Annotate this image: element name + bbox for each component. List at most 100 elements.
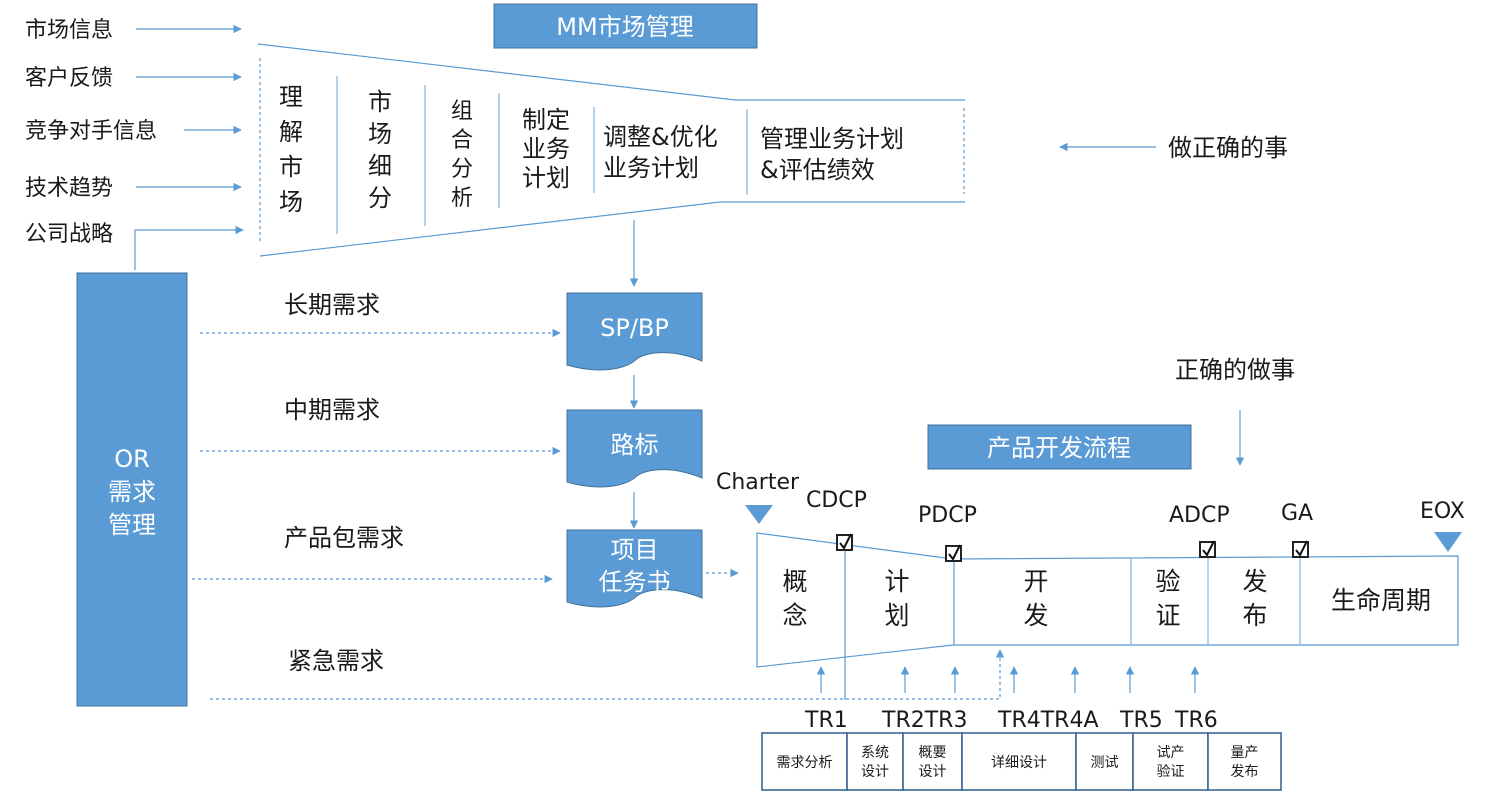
or-title-line-3: 管理 xyxy=(108,511,156,539)
mm-step-2-line-3: 细 xyxy=(368,152,392,180)
pdp-phase-5-line-2: 布 xyxy=(1242,601,1267,630)
charter-triangle-icon xyxy=(745,505,773,524)
activity-3-line-1: 概要 xyxy=(919,745,947,761)
mm-step-3-line-2: 合 xyxy=(451,128,473,153)
tr-label-2-3: TR2TR3 xyxy=(881,708,967,733)
or-title-line-2: 需求 xyxy=(108,478,156,506)
milestone-eox: EOX xyxy=(1420,499,1465,524)
milestone-adcp: ADCP xyxy=(1169,503,1230,528)
mm-input-5: 公司战略 xyxy=(25,222,113,247)
mm-title-box: MM市场管理 xyxy=(493,3,758,49)
pdp-phase-4-line-2: 证 xyxy=(1155,601,1180,630)
pdp-title-box: 产品开发流程 xyxy=(927,424,1192,470)
activity-2-line-2: 设计 xyxy=(861,764,889,780)
pdp-phase-1-line-1: 概 xyxy=(782,567,807,596)
eox-triangle-icon xyxy=(1434,532,1462,552)
activity-box-1: 需求分析 xyxy=(761,732,848,791)
milestone-ga: GA xyxy=(1281,501,1313,526)
mm-input-4: 技术趋势 xyxy=(25,176,113,201)
tr-arrows xyxy=(816,666,1200,693)
pdp-phase-6-line-1: 生命周期 xyxy=(1331,586,1431,615)
activity-4-label: 详细设计 xyxy=(991,755,1047,771)
mm-step-2-line-1: 市 xyxy=(368,88,392,116)
mm-step-3-line-4: 析 xyxy=(451,186,473,211)
mm-input-1: 市场信息 xyxy=(25,18,113,43)
urgent-arrow xyxy=(210,649,1005,700)
mm-step-2-line-4: 分 xyxy=(368,184,392,212)
checkbox-adcp-icon xyxy=(1199,540,1216,558)
or-title-line-1: OR xyxy=(114,445,150,473)
activity-boxes: 需求分析系统设计概要设计详细设计测试试产验证量产发布 xyxy=(761,732,1282,791)
mm-step-1-line-4: 场 xyxy=(279,188,303,216)
mm-step-6-line-1: 管理业务计划 xyxy=(760,125,904,153)
activity-6-line-1: 试产 xyxy=(1157,745,1185,761)
mm-step-5-line-2: 业务计划 xyxy=(603,154,699,182)
mm-step-4-line-3: 计划 xyxy=(522,164,570,192)
mm-step-6-line-2: &评估绩效 xyxy=(760,156,875,184)
demand-package: 产品包需求 xyxy=(284,524,404,552)
milestone-pdcp: PDCP xyxy=(918,503,977,528)
decision-checkpoints xyxy=(836,533,1309,562)
activity-box-5: 测试 xyxy=(1075,732,1134,791)
mm-step-5-line-1: 调整&优化 xyxy=(603,123,718,151)
demand-mid-term: 中期需求 xyxy=(284,396,380,424)
checkbox-ga-icon xyxy=(1292,540,1309,558)
do-right-thing-label: 做正确的事 xyxy=(1168,134,1288,162)
document-1: SP/BP xyxy=(566,292,703,371)
mm-step-1-line-3: 市 xyxy=(279,153,303,181)
mm-step-4-line-1: 制定 xyxy=(522,106,570,134)
pdp-phase-2-line-1: 计 xyxy=(884,567,909,596)
activity-box-4: 详细设计 xyxy=(961,732,1077,791)
mm-step-2-line-2: 场 xyxy=(368,120,392,148)
pdp-phase-4-line-1: 验 xyxy=(1155,567,1180,596)
pdp-funnel xyxy=(756,532,1459,700)
mm-step-4-line-2: 业务 xyxy=(522,135,570,163)
mm-step-1-line-2: 解 xyxy=(279,118,303,146)
activity-6-line-2: 验证 xyxy=(1157,764,1185,780)
mm-step-3-line-3: 分 xyxy=(451,157,473,182)
activity-1-label: 需求分析 xyxy=(777,755,833,771)
checkbox-pdcp-icon xyxy=(945,544,962,562)
activity-7-line-2: 发布 xyxy=(1231,764,1259,780)
document-2-label: 路标 xyxy=(611,431,659,459)
activity-5-label: 测试 xyxy=(1091,755,1119,771)
activity-2-line-1: 系统 xyxy=(861,745,889,761)
mm-input-3: 竞争对手信息 xyxy=(25,119,157,144)
activity-3-line-2: 设计 xyxy=(919,764,947,780)
milestone-cdcp: CDCP xyxy=(806,488,867,513)
document-3-line-2: 任务书 xyxy=(599,568,671,596)
mm-funnel xyxy=(257,43,965,257)
strategy-connector xyxy=(134,225,244,270)
do-thing-right: 正确的做事 xyxy=(1175,356,1295,466)
mm-input-2: 客户反馈 xyxy=(25,66,113,91)
pdp-phase-1-line-2: 念 xyxy=(782,601,807,630)
do-right-thing: 做正确的事 xyxy=(1059,134,1288,162)
or-box: OR 需求 管理 xyxy=(76,272,188,707)
tr-label-4-4a: TR4TR4A xyxy=(997,708,1099,733)
tr-label-5: TR5 xyxy=(1119,708,1163,733)
tr-label-6: TR6 xyxy=(1174,708,1218,733)
pdp-title: 产品开发流程 xyxy=(987,434,1131,462)
demand-long-term: 长期需求 xyxy=(284,291,380,319)
do-thing-right-label: 正确的做事 xyxy=(1175,356,1295,384)
activity-7-line-1: 量产 xyxy=(1231,745,1259,761)
document-1-label: SP/BP xyxy=(600,314,669,342)
demand-urgent: 紧急需求 xyxy=(288,647,384,675)
pdp-phase-3-line-2: 发 xyxy=(1023,601,1048,630)
pdp-phase-3-line-1: 开 xyxy=(1023,567,1048,596)
checkbox-cdcp-icon xyxy=(836,533,853,551)
mm-step-1-line-1: 理 xyxy=(279,83,303,111)
milestone-charter: Charter xyxy=(716,470,800,495)
mm-title: MM市场管理 xyxy=(556,13,693,41)
document-3-line-1: 项目 xyxy=(611,536,659,564)
